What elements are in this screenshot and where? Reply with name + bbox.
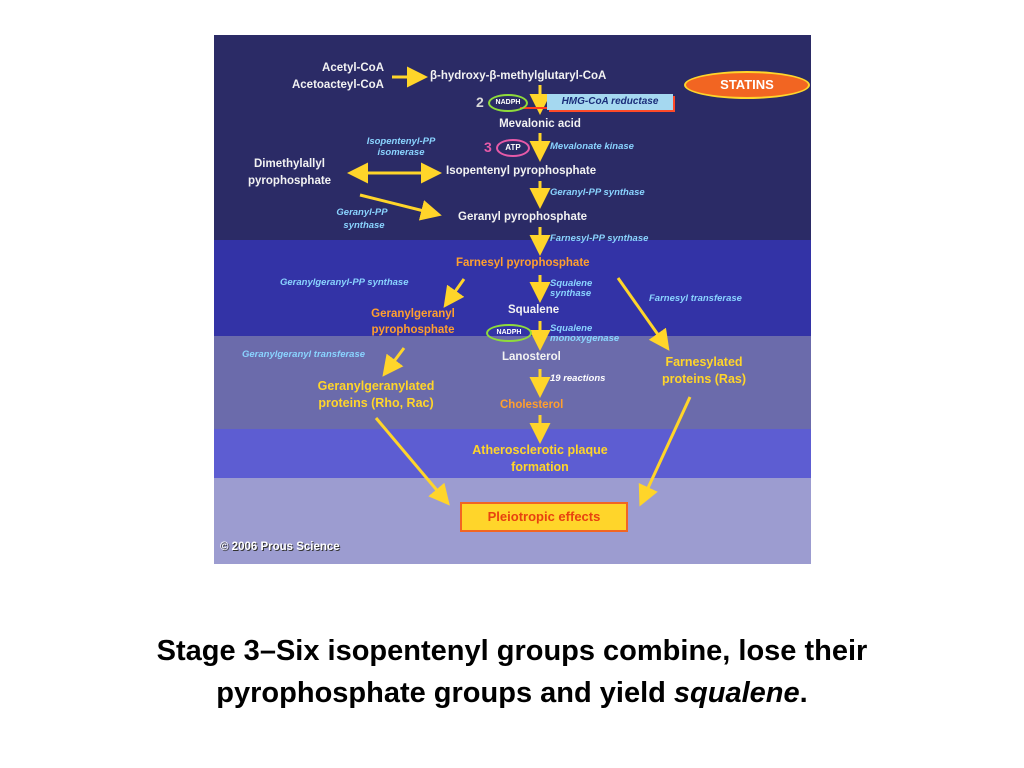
node-dimethylallyl-line1: Dimethylallyl <box>254 158 325 170</box>
arrow-farnesyl-to-farnesylated <box>616 277 670 351</box>
arrow-dmapp-to-geranyl <box>359 193 442 221</box>
slide-caption: Stage 3–Six isopentenyl groups combine, … <box>0 630 1024 714</box>
arrow-farnesylated-to-pleio <box>638 396 692 507</box>
node-geranyl-pp: Geranyl pyrophosphate <box>458 211 588 223</box>
caption-line2: pyrophosphate groups and yield squalene. <box>0 672 1024 714</box>
enzyme-geranyl-synthase-left-line1: Geranyl-PP <box>336 207 388 218</box>
caption-line2-prefix: pyrophosphate groups and yield <box>216 677 674 709</box>
node-lanosterol: Lanosterol <box>502 351 561 363</box>
node-athero-line1: Atherosclerotic plaque <box>472 443 608 457</box>
statin-pathway-diagram: Acetyl-CoA Acetoacteyl-CoA β-hydroxy-β-m… <box>214 35 811 564</box>
caption-squalene: squalene <box>673 677 800 709</box>
enzyme-squalene-synthase-line2: synthase <box>550 288 592 299</box>
node-dimethylallyl-line2: pyrophosphate <box>248 175 332 187</box>
enzyme-squalene-monooxygenase-line1: Squalene <box>550 323 593 334</box>
nadph-squalene-cofactor: NADPH <box>486 324 532 342</box>
enzyme-farnesyl-transferase: Farnesyl transferase <box>649 293 742 304</box>
caption-line1: Stage 3–Six isopentenyl groups combine, … <box>156 635 868 667</box>
background-band <box>214 35 811 240</box>
enzyme-gg-synthase: Geranylgeranyl-PP synthase <box>280 277 409 288</box>
arrow-farnesyl-to-gg <box>443 278 466 308</box>
pathway-arrows <box>347 66 692 507</box>
node-cholesterol: Cholesterol <box>500 399 564 411</box>
node-acetoacetyl-coa: Acetoacteyl-CoA <box>291 79 384 91</box>
enzyme-geranyl-synthase-left-line2: synthase <box>343 220 385 231</box>
nadph-count: 2 <box>476 94 484 110</box>
nadph-cofactor: NADPH <box>488 94 528 112</box>
enzyme-geranyl-synthase-right: Geranyl-PP synthase <box>550 187 645 198</box>
node-pleiotropic-effects: Pleiotropic effects <box>460 502 628 532</box>
node-hmg-coa: β-hydroxy-β-methylglutaryl-CoA <box>430 70 607 82</box>
arrow-ggylated-to-pleio <box>374 417 450 506</box>
label-nineteen-reactions: 19 reactions <box>550 373 606 384</box>
enzyme-ipp-isomerase-line2: isomerase <box>377 147 425 158</box>
caption-line2-suffix: . <box>799 677 808 709</box>
node-geranylgeranyl-pp-line1: Geranylgeranyl <box>371 308 455 320</box>
background-band <box>214 429 811 478</box>
statins-badge: STATINS <box>684 71 810 99</box>
arrow-gg-to-ggylated <box>382 347 406 377</box>
atp-cofactor: ATP <box>496 139 530 157</box>
node-athero-line2: formation <box>511 460 569 474</box>
enzyme-gg-transferase: Geranylgeranyl transferase <box>242 349 366 360</box>
enzyme-mevalonate-kinase: Mevalonate kinase <box>550 141 634 152</box>
enzyme-squalene-synthase-line1: Squalene <box>550 278 593 289</box>
node-acetyl-coa: Acetyl-CoA <box>322 62 384 74</box>
node-mevalonic-acid: Mevalonic acid <box>499 118 581 130</box>
atp-count: 3 <box>484 139 492 155</box>
enzyme-hmg-coa-reductase: HMG-CoA reductase <box>547 94 673 110</box>
node-farnesyl-pp: Farnesyl pyrophosphate <box>456 257 590 269</box>
node-ggylated-line1: Geranylgeranylated <box>317 379 435 393</box>
node-farnesylated-line1: Farnesylated <box>665 355 743 369</box>
copyright-notice: © 2006 Prous Science <box>220 541 340 553</box>
node-geranylgeranyl-pp-line2: pyrophosphate <box>371 324 455 336</box>
node-squalene: Squalene <box>508 304 560 316</box>
background-band <box>214 336 811 429</box>
enzyme-squalene-monooxygenase-line2: monoxygenase <box>550 333 620 344</box>
node-farnesylated-line2: proteins (Ras) <box>661 372 747 386</box>
node-ggylated-line2: proteins (Rho, Rac) <box>318 396 434 410</box>
enzyme-farnesyl-synthase: Farnesyl-PP synthase <box>550 233 649 244</box>
enzyme-ipp-isomerase-line1: Isopentenyl-PP <box>366 136 436 147</box>
node-isopentenyl-pp: Isopentenyl pyrophosphate <box>446 165 597 177</box>
background-band <box>214 240 811 336</box>
